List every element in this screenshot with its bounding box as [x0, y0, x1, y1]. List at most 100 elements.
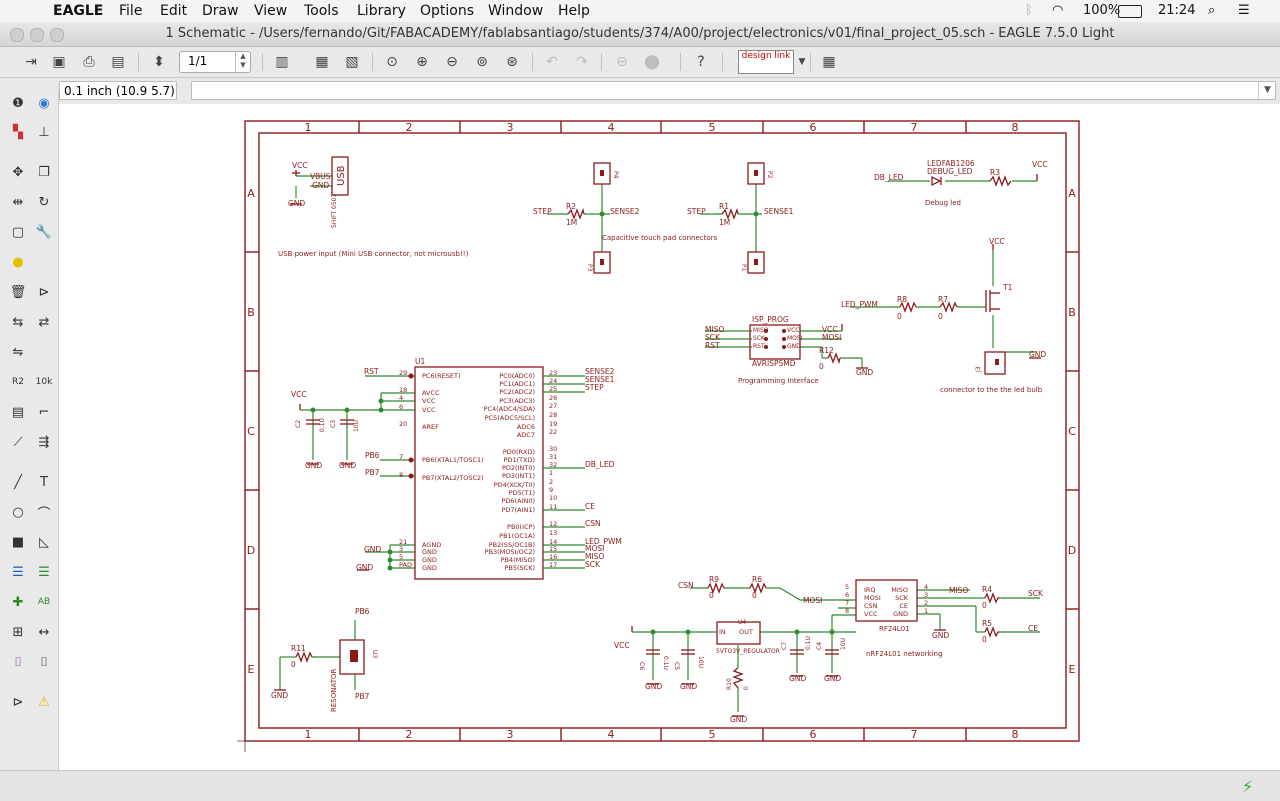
errors-warning-icon[interactable]: ⚠ — [38, 694, 50, 710]
paste-icon[interactable]: ● — [12, 254, 24, 270]
name-icon[interactable]: R2 — [12, 377, 24, 387]
open-icon[interactable]: ⇥ — [25, 54, 37, 70]
menu-draw[interactable]: Draw — [202, 3, 239, 19]
gateswap-icon[interactable]: ⇋ — [12, 344, 24, 360]
menu-library[interactable]: Library — [357, 3, 406, 19]
bus-icon[interactable]: ☰ — [12, 564, 24, 580]
arc-icon[interactable]: ⌒ — [37, 506, 51, 522]
change-icon[interactable]: 🔧 — [35, 224, 53, 240]
mcu-pin-label: PC5(ADC5/SCL) — [485, 414, 535, 422]
zoom-fit-icon[interactable]: ⊙ — [386, 54, 398, 70]
zoom-in-icon[interactable]: ⊕ — [416, 54, 428, 70]
schematic-drawing[interactable]: 1 2 3 4 5 6 7 8 1 2 3 4 5 6 7 8 A B C D … — [59, 104, 1280, 770]
script-icon[interactable]: ▦ — [315, 54, 329, 70]
notification-center-icon[interactable]: ☰ — [1238, 3, 1250, 18]
zoom-redraw-icon[interactable]: ⊚ — [476, 54, 488, 70]
wifi-icon[interactable]: ◠ — [1052, 3, 1064, 18]
close-window-button[interactable] — [10, 28, 24, 42]
sheet-stepper-icon[interactable]: ▲▼ — [235, 52, 250, 72]
attribute-icon[interactable]: ⊞ — [12, 624, 24, 640]
junction-icon[interactable]: ✚ — [12, 594, 24, 610]
zoom-out-icon[interactable]: ⊖ — [446, 54, 458, 70]
group-icon[interactable]: ▢ — [11, 224, 25, 240]
command-input[interactable] — [191, 81, 1276, 100]
mcu-pin-label: GND — [422, 556, 437, 564]
hole-icon[interactable]: ⌷ — [40, 654, 48, 670]
move-icon[interactable]: ✥ — [12, 164, 24, 180]
miso-net-label-u1: MISO — [585, 552, 604, 561]
bluetooth-icon[interactable]: ᛒ — [1025, 3, 1033, 18]
zoom-select-icon[interactable]: ⊛ — [506, 54, 518, 70]
grid-icon[interactable]: ▦ — [822, 54, 836, 70]
save-icon[interactable]: ▣ — [52, 54, 66, 70]
mcu-pin-label: PC3(ADC3) — [499, 397, 535, 405]
print-icon[interactable]: ⎙ — [83, 54, 95, 70]
command-history-chevron-icon[interactable]: ▼ — [1258, 82, 1276, 99]
frame-icon[interactable]: ⌷ — [14, 654, 22, 670]
circle-icon[interactable]: ○ — [12, 504, 24, 520]
polygon-icon[interactable]: ◺ — [39, 534, 49, 550]
menu-view[interactable]: View — [254, 3, 288, 19]
cam-processor-icon[interactable]: ▤ — [111, 54, 125, 70]
pb7-net-label: PB7 — [365, 468, 380, 477]
go-icon[interactable]: ⬤ — [644, 54, 660, 70]
spotlight-icon[interactable]: ⌕ — [1208, 3, 1216, 18]
minimize-window-button[interactable] — [30, 28, 44, 42]
redo-icon[interactable]: ↷ — [576, 54, 588, 70]
sheet-select[interactable]: 1/1 ▲▼ — [179, 51, 251, 73]
display-layers-icon[interactable]: ▚ — [13, 124, 23, 140]
info-icon[interactable]: ❶ — [12, 95, 24, 111]
mark-icon[interactable]: ⊥ — [38, 124, 50, 140]
battery-icon[interactable] — [1118, 5, 1142, 18]
menu-tools[interactable]: Tools — [304, 3, 339, 19]
wire-icon[interactable]: ╱ — [14, 474, 22, 490]
miter-icon[interactable]: ⌐ — [38, 404, 50, 420]
menu-edit[interactable]: Edit — [160, 3, 188, 19]
stop-icon[interactable]: ⊖ — [616, 54, 628, 70]
copy-icon[interactable]: ❐ — [38, 164, 50, 180]
frame-row-d-right: D — [1068, 544, 1076, 557]
value-icon[interactable]: 10k — [35, 377, 53, 387]
menu-app-name[interactable]: EAGLE — [53, 3, 104, 19]
mcu-pin-number: 5 — [399, 553, 403, 561]
label-icon[interactable]: AB — [37, 597, 51, 607]
pad-label-4: P1 — [740, 264, 747, 272]
show-icon[interactable]: ◉ — [38, 95, 50, 111]
delete-icon[interactable]: 🗑 — [9, 284, 27, 300]
mcu-left-pins: PC6(RESET)29AVCC18VCC4VCC6AREF20PB6(XTAL… — [399, 369, 484, 572]
add-icon[interactable]: ⊳ — [38, 284, 50, 300]
dimension-icon[interactable]: ↔ — [38, 624, 50, 640]
lightning-bolt-icon[interactable]: ⚡ — [1242, 777, 1254, 796]
design-link-button[interactable]: design link — [738, 50, 794, 74]
use-library-icon[interactable]: ▥ — [275, 54, 289, 70]
battery-percent[interactable]: 100% — [1083, 3, 1121, 18]
menu-options[interactable]: Options — [420, 3, 475, 19]
rectangle-icon[interactable]: ■ — [11, 534, 25, 550]
zoom-window-button[interactable] — [50, 28, 64, 42]
help-icon[interactable]: ? — [697, 54, 705, 70]
mcu-pin-label: PB6(XTAL1/TOSC1) — [422, 456, 484, 464]
erc-icon[interactable]: ⊳ — [12, 694, 24, 710]
rotate-icon[interactable]: ↻ — [38, 194, 50, 210]
rf-gnd-label: GND — [932, 631, 949, 640]
run-ulp-icon[interactable]: ▧ — [345, 54, 359, 70]
menu-file[interactable]: File — [119, 3, 143, 19]
mirror-icon[interactable]: ⇹ — [12, 194, 24, 210]
board-switch-icon[interactable]: ⬍ — [153, 54, 165, 70]
smash-icon[interactable]: ▤ — [11, 404, 25, 420]
menu-help[interactable]: Help — [558, 3, 590, 19]
schematic-canvas[interactable]: 1 2 3 4 5 6 7 8 1 2 3 4 5 6 7 8 A B C D … — [59, 104, 1280, 770]
frame-col-3-bottom: 3 — [507, 728, 514, 741]
net-icon[interactable]: ☰ — [38, 564, 50, 580]
clock[interactable]: 21:24 — [1158, 3, 1196, 18]
undo-icon[interactable]: ↶ — [546, 54, 558, 70]
step-net-label-u1: STEP — [585, 383, 604, 392]
menu-window[interactable]: Window — [488, 3, 544, 19]
isp-pin-2: VCC — [787, 327, 799, 334]
text-icon[interactable]: T — [40, 474, 48, 490]
pinswap-icon[interactable]: ⇆ — [12, 314, 24, 330]
invoke-icon[interactable]: ⇶ — [38, 434, 50, 450]
split-icon[interactable]: ⟋ — [13, 434, 23, 450]
replace-icon[interactable]: ⇄ — [38, 314, 50, 330]
chevron-down-icon[interactable]: ▼ — [798, 57, 806, 67]
